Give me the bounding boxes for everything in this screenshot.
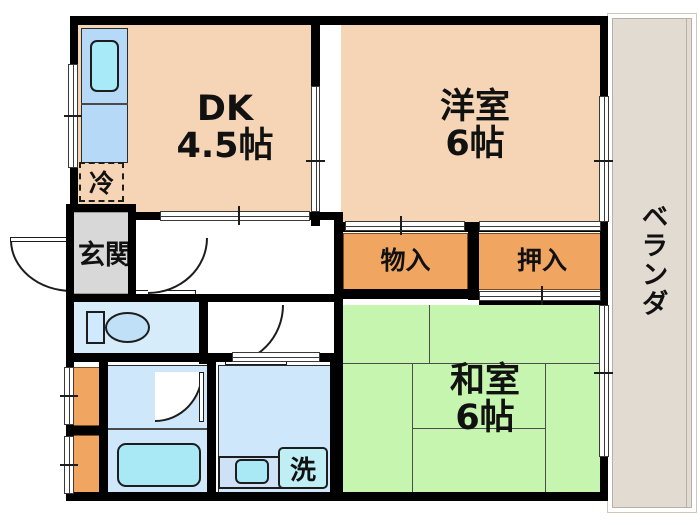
wall-entrance-right <box>128 212 136 300</box>
entrance-door-leaf <box>10 237 72 242</box>
western-room-floor <box>341 24 606 229</box>
japanese-room-floor <box>343 305 606 500</box>
veranda-rail-line <box>686 18 687 508</box>
wall-left-storage-right <box>99 362 108 501</box>
western-room-label-size: 6帖 <box>445 123 505 164</box>
wall-closet-mid <box>468 222 479 300</box>
japanese-room-label-name: 和室 <box>449 360 520 401</box>
tatami-seam-2 <box>429 305 430 363</box>
entrance-floor <box>73 212 133 294</box>
dk-west-door-tick <box>306 160 325 162</box>
dk-west-sliding-door[interactable] <box>311 86 320 212</box>
wall-top-outer <box>70 16 608 25</box>
western-room-veranda-window[interactable] <box>599 96 609 222</box>
dk-left-window-tick <box>64 115 82 117</box>
japanese-room-window-tick <box>594 372 613 374</box>
wall-toilet-top <box>66 294 207 302</box>
wall-corridor-divider <box>199 294 343 302</box>
bathroom-step-divider <box>107 428 210 430</box>
wall-toilet-left <box>66 294 74 364</box>
wall-bath-right <box>207 362 216 501</box>
tatami-seam-4 <box>412 363 413 500</box>
left-storage-lower-tick <box>60 464 78 466</box>
western-room-label: 洋室 6帖 <box>400 78 550 173</box>
washroom-corridor-door[interactable] <box>232 352 320 362</box>
wall-right-outer-bottom <box>600 455 608 501</box>
veranda-area <box>612 18 692 508</box>
tatami-seam-3 <box>429 363 606 364</box>
western-room-window-tick <box>594 160 613 162</box>
entrance-label: 玄関 <box>78 239 132 271</box>
washing-machine-label: 洗 <box>289 455 316 486</box>
wall-left-storage-divider <box>66 426 104 435</box>
tatami-seam-5 <box>545 363 546 500</box>
kitchen-sink-basin <box>90 40 119 92</box>
wall-entrance-left <box>66 204 74 300</box>
wall-dk-west-upper <box>311 16 320 86</box>
wall-closet-bottom-left <box>334 289 479 299</box>
toilet-bowl <box>105 312 150 343</box>
refrigerator-space-icon: 冷 <box>79 162 124 202</box>
veranda-label: ベランダ <box>636 202 668 318</box>
kitchen-counter-divider <box>81 103 128 105</box>
storage-closet-monoire <box>343 233 468 290</box>
wall-bottom-outer <box>66 492 608 501</box>
western-room-closet-door-left[interactable] <box>345 221 465 231</box>
western-room-closet-door-left-tick <box>400 216 402 235</box>
storage-closet-oshiire-label: 押入 <box>516 246 567 276</box>
japanese-room-label: 和室 6帖 <box>410 352 560 447</box>
dk-corridor-sliding-door[interactable] <box>160 211 310 221</box>
wall-dk-west-lower <box>311 212 320 226</box>
oshiire-fusuma[interactable] <box>479 291 601 301</box>
wall-washitsu-left <box>334 296 343 496</box>
wall-right-outer-mid <box>600 222 608 305</box>
washing-machine-space <box>278 447 328 489</box>
oshiire-fusuma-tick <box>541 286 543 305</box>
western-room-closet-door-right[interactable] <box>479 221 601 231</box>
washbasin-bowl <box>235 459 269 484</box>
entrance-door-swing <box>10 240 72 292</box>
dk-label-size: 4.5帖 <box>176 125 274 166</box>
tatami-seam-6 <box>412 428 545 429</box>
tatami-seam-1 <box>343 363 429 364</box>
wall-toilet-bottom <box>66 353 208 362</box>
dk-label-name: DK <box>196 88 254 129</box>
wall-toilet-right <box>199 294 208 364</box>
dk-room-label: DK 4.5帖 <box>150 80 300 175</box>
left-storage-upper-tick <box>60 395 78 397</box>
toilet-tank <box>86 311 105 344</box>
wall-right-outer-top <box>600 16 608 96</box>
japanese-room-label-size: 6帖 <box>455 397 515 438</box>
dk-corridor-door-swing <box>148 238 208 294</box>
bathtub <box>117 443 201 487</box>
dk-corridor-door-tick <box>238 206 240 225</box>
wall-corridor-right <box>334 212 343 304</box>
wall-entrance-top <box>70 204 136 212</box>
bathroom-door-leaf <box>199 372 204 422</box>
japanese-room-veranda-window[interactable] <box>599 305 609 457</box>
western-room-label-name: 洋室 <box>439 86 510 127</box>
storage-closet-monoire-label: 物入 <box>380 246 431 276</box>
